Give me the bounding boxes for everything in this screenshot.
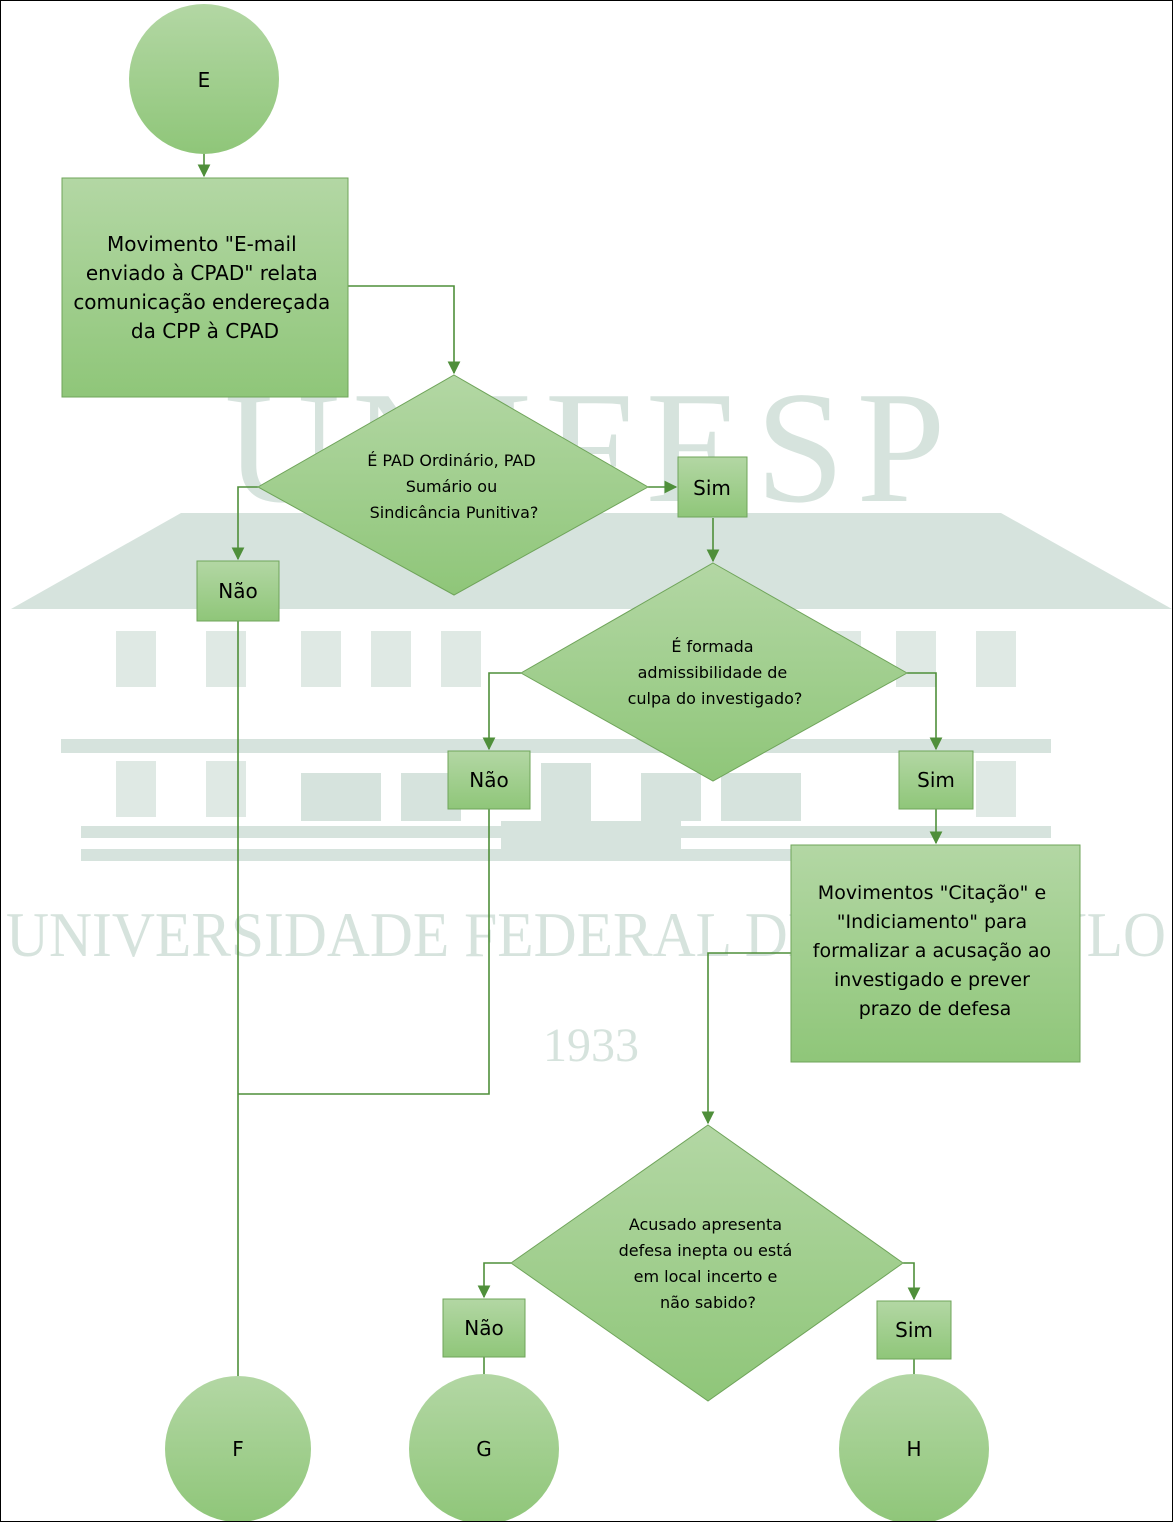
connectors <box>197 148 943 1431</box>
decision-defesa-text: Acusado apresenta defesa inepta ou está … <box>619 1215 798 1312</box>
end-node-f: F <box>165 1376 311 1521</box>
end-node-h: H <box>839 1374 989 1521</box>
start-node-e-label: E <box>198 68 211 92</box>
decision-culpa-text: É formada admissibilidade de culpa do in… <box>628 637 803 708</box>
label-pad-sim: Sim <box>693 476 731 500</box>
label-box-defesa-sim: Sim <box>876 1300 952 1360</box>
label-box-pad-sim: Sim <box>677 456 748 518</box>
decision-pad: É PAD Ordinário, PAD Sumário ou Sindicân… <box>256 374 650 596</box>
watermark-year: 1933 <box>543 1019 639 1072</box>
end-node-g: G <box>409 1374 559 1521</box>
connector-culpa-to-sim <box>907 672 943 751</box>
end-node-f-label: F <box>232 1437 244 1461</box>
label-box-culpa-nao: Não <box>447 750 531 810</box>
connector-email-to-pad <box>348 285 461 375</box>
end-node-h-label: H <box>906 1437 921 1461</box>
connector-defesa-to-sim-arrow <box>903 1262 921 1301</box>
watermark-windows <box>116 631 1016 817</box>
watermark: UNIFESP <box>6 358 1172 1072</box>
process-step-citacao-text: Movimentos "Citação" e "Indiciamento" pa… <box>813 882 1057 1020</box>
label-defesa-sim: Sim <box>895 1318 933 1342</box>
end-node-g-label: G <box>476 1437 492 1461</box>
process-step-email: Movimento "E-mail enviado à CPAD" relata… <box>61 177 349 398</box>
decision-defesa: Acusado apresenta defesa inepta ou está … <box>510 1124 904 1402</box>
connector-defesa-to-nao-arrow <box>477 1262 511 1299</box>
label-pad-nao: Não <box>218 579 257 603</box>
connector-pad-to-nao <box>231 486 258 561</box>
label-culpa-sim: Sim <box>917 768 955 792</box>
process-step-email-text: Movimento "E-mail enviado à CPAD" relata… <box>73 232 336 343</box>
label-culpa-nao: Não <box>469 768 508 792</box>
decision-culpa: É formada admissibilidade de culpa do in… <box>519 562 909 782</box>
connector-culpa-nao-to-merge <box>238 809 490 1095</box>
connector-culpa-to-nao <box>482 672 521 751</box>
start-node-e: E <box>129 4 279 154</box>
label-box-pad-nao: Não <box>196 560 280 622</box>
watermark-building-icon <box>11 513 1172 861</box>
decision-pad-text: É PAD Ordinário, PAD Sumário ou Sindicân… <box>367 451 541 522</box>
label-defesa-nao: Não <box>464 1316 503 1340</box>
connector-citacao-to-defesa <box>701 952 791 1125</box>
process-step-citacao: Movimentos "Citação" e "Indiciamento" pa… <box>790 844 1081 1063</box>
label-box-culpa-sim: Sim <box>898 750 974 810</box>
label-box-defesa-nao: Não <box>442 1298 526 1358</box>
